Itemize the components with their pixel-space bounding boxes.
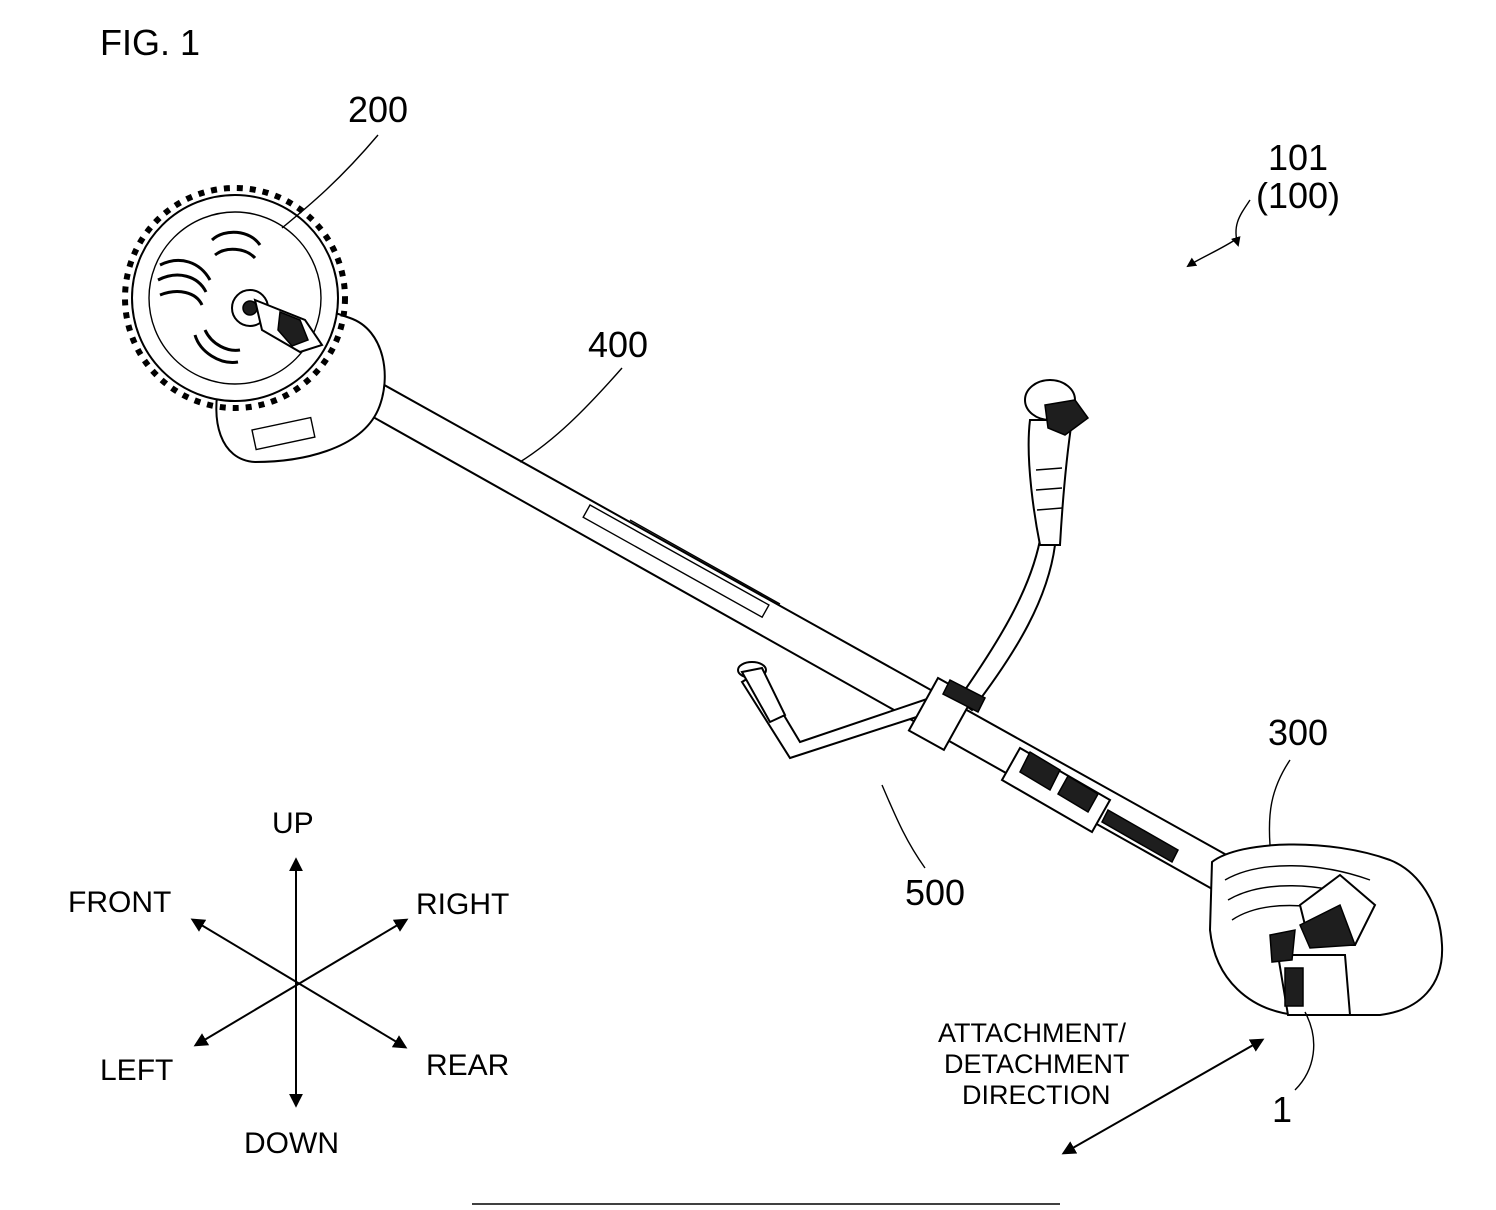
leader-101-tail <box>1188 238 1238 266</box>
label-101: 101 <box>1268 137 1328 178</box>
dir-front: FRONT <box>68 886 171 919</box>
label-200: 200 <box>348 89 408 130</box>
label-400: 400 <box>588 324 648 365</box>
direction-compass: UP DOWN FRONT RIGHT LEFT REAR <box>68 807 509 1160</box>
attach-line-2: DETACHMENT <box>944 1049 1130 1079</box>
figure-title: FIG. 1 <box>100 22 200 63</box>
attach-line-1: ATTACHMENT/ <box>938 1018 1126 1048</box>
attach-direction: ATTACHMENT/ DETACHMENT DIRECTION <box>938 1018 1262 1153</box>
leader-400 <box>520 368 622 462</box>
axis-right-left <box>196 920 406 1045</box>
leader-300 <box>1269 760 1290 845</box>
leader-200 <box>282 135 378 228</box>
dir-right: RIGHT <box>416 888 509 921</box>
dir-down: DOWN <box>244 1127 339 1160</box>
blade-unit <box>125 188 385 462</box>
label-100: (100) <box>1256 175 1340 216</box>
dir-up: UP <box>272 807 314 840</box>
label-500: 500 <box>905 872 965 913</box>
leader-500 <box>882 785 925 868</box>
dir-left: LEFT <box>100 1054 173 1087</box>
attach-line-3: DIRECTION <box>962 1080 1111 1110</box>
rear-grip <box>1002 748 1178 862</box>
leader-1 <box>1295 1012 1314 1090</box>
label-300: 300 <box>1268 712 1328 753</box>
dir-rear: REAR <box>426 1049 509 1082</box>
brush-cutter-illustration <box>125 188 1442 1015</box>
label-1: 1 <box>1272 1089 1292 1130</box>
